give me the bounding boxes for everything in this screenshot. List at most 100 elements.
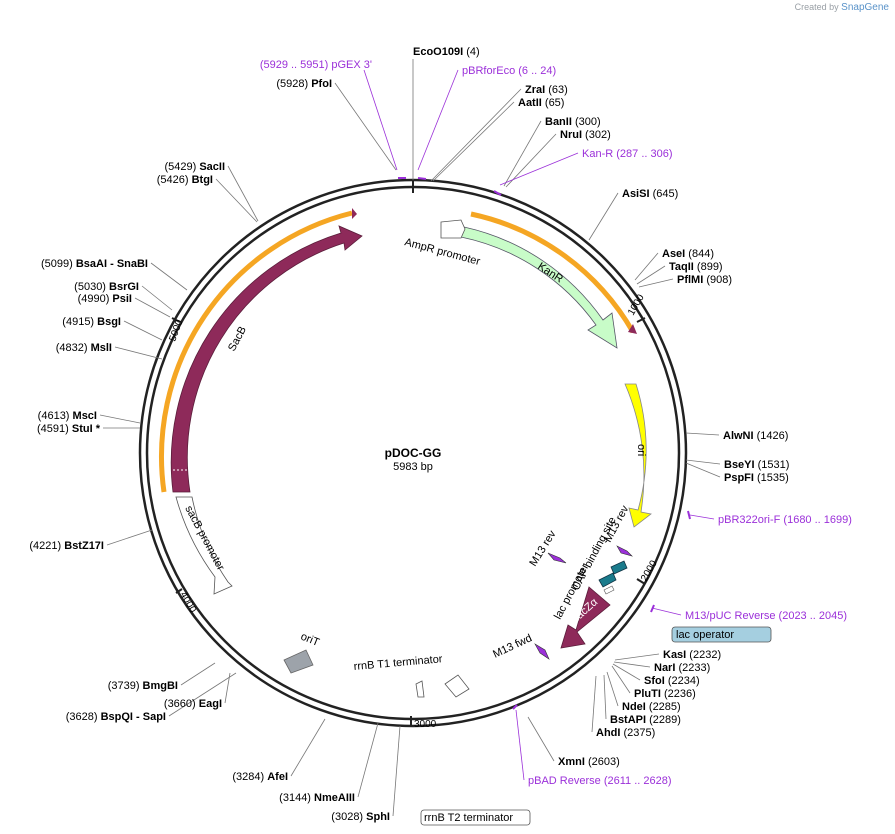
rrnb-t1-label: rrnB T1 terminator — [353, 653, 443, 673]
site-position: (4990) — [78, 293, 113, 305]
site-label[interactable]: (3660) EagI — [164, 698, 222, 710]
cap-binding-feature[interactable] — [610, 560, 628, 575]
leader-line — [180, 662, 216, 686]
leader-line — [334, 82, 397, 171]
rrnb-t2-mark[interactable] — [415, 680, 425, 698]
primer-range: (2611 .. 2628) — [601, 775, 672, 787]
tick-4000: 4000 — [177, 590, 198, 615]
site-label[interactable]: EcoO109I (4) — [413, 46, 480, 58]
site-label[interactable]: PspFI (1535) — [724, 472, 789, 484]
primer-label[interactable]: pBAD Reverse (2611 .. 2628) — [528, 775, 672, 787]
site-label[interactable]: (3628) BspQI - SapI — [66, 711, 166, 723]
lac-promoter-feature[interactable] — [598, 572, 617, 588]
site-label[interactable]: TaqII (899) — [669, 261, 723, 273]
sacb-feature[interactable] — [170, 225, 363, 493]
leader-line — [613, 661, 651, 668]
leader-line — [141, 285, 173, 311]
site-label[interactable]: (5099) BsaAI - SnaBI — [41, 258, 148, 270]
site-label[interactable]: AlwNI (1426) — [723, 430, 788, 442]
site-position: (4221) — [29, 540, 64, 552]
site-label[interactable]: NdeI (2285) — [622, 701, 681, 713]
site-label[interactable]: (3144) NmeAIII — [279, 792, 355, 804]
site-label[interactable]: (3028) SphI — [331, 811, 390, 823]
tick-3000: 3000 — [414, 719, 437, 730]
site-label[interactable]: (4990) PsiI — [78, 293, 132, 305]
site-label[interactable]: (5030) BsrGI — [74, 281, 139, 293]
lac-operator-mark[interactable] — [603, 585, 615, 595]
site-label[interactable]: KasI (2232) — [663, 649, 721, 661]
primer-name: M13/pUC Reverse — [685, 610, 775, 622]
site-label[interactable]: XmnI (2603) — [558, 756, 620, 768]
leader-line — [430, 88, 522, 182]
leader-line — [106, 529, 153, 546]
site-name: BsgI — [97, 316, 121, 328]
site-label[interactable]: PluTI (2236) — [634, 688, 696, 700]
m13-rev-2-arrow[interactable] — [616, 545, 634, 557]
site-label[interactable]: ZraI (63) — [525, 84, 568, 96]
primer-label[interactable]: pBR322ori-F (1680 .. 1699) — [718, 514, 852, 526]
primer-label[interactable]: (5929 .. 5951) pGEX 3' — [260, 59, 372, 71]
site-label[interactable]: BseYI (1531) — [724, 459, 789, 471]
primer-range: (2023 .. 2045) — [775, 610, 847, 622]
site-name: SacII — [199, 161, 225, 173]
site-name: EcoO109I — [413, 46, 463, 58]
primer-label[interactable]: M13/pUC Reverse (2023 .. 2045) — [685, 610, 847, 622]
site-name: NmeAIII — [314, 792, 355, 804]
site-position: (2285) — [646, 701, 681, 713]
site-label[interactable]: AseI (844) — [662, 248, 714, 260]
plasmid-name: pDOC-GG — [385, 446, 442, 460]
leader-line — [527, 716, 555, 762]
lacz-feature[interactable] — [560, 586, 611, 649]
rrnb-t2-box[interactable] — [420, 809, 531, 826]
kanr-feature[interactable] — [460, 226, 618, 349]
ampr-promoter-feature[interactable] — [440, 219, 466, 239]
primer-label[interactable]: pBRforEco (6 .. 24) — [462, 65, 556, 77]
site-label[interactable]: (4591) StuI * — [37, 423, 101, 435]
site-label[interactable]: (3284) AfeI — [232, 771, 288, 783]
site-label[interactable]: (4221) BstZ17I — [29, 540, 104, 552]
site-label[interactable]: PflMI (908) — [677, 274, 732, 286]
primer-name: pBRforEco — [462, 65, 515, 77]
rrnb-t1-feature[interactable] — [444, 674, 470, 698]
m13-rev-1-arrow[interactable] — [547, 552, 567, 564]
leader-lines — [99, 59, 721, 817]
leader-line — [651, 607, 682, 616]
tick-marks — [171, 180, 646, 726]
site-label[interactable]: BanII (300) — [545, 116, 601, 128]
leader-line — [685, 459, 721, 465]
site-label[interactable]: (4915) BsgI — [62, 316, 121, 328]
site-position: (3739) — [108, 680, 143, 692]
site-label[interactable]: (4832) MslI — [56, 342, 112, 354]
leader-line — [123, 320, 163, 341]
site-label[interactable]: AhdI (2375) — [596, 727, 655, 739]
site-name: AfeI — [267, 771, 288, 783]
site-label[interactable]: AsiSI (645) — [622, 188, 678, 200]
sacb-promoter-feature[interactable] — [175, 496, 233, 595]
leader-line — [612, 663, 641, 681]
site-position: (645) — [650, 188, 679, 200]
site-position: (2289) — [646, 714, 681, 726]
primer-labels: (5929 .. 5951) pGEX 3' pBRforEco (6 .. 24… — [260, 59, 852, 787]
site-name: AlwNI — [723, 430, 754, 442]
site-label[interactable]: AatII (65) — [518, 97, 564, 109]
primer-label[interactable]: Kan-R (287 .. 306) — [582, 148, 673, 160]
tick-2000-mark — [636, 578, 646, 585]
site-name: SfoI — [644, 675, 665, 687]
ori-feature[interactable] — [624, 383, 652, 528]
site-label[interactable]: (3739) BmgBI — [108, 680, 178, 692]
site-label[interactable]: NarI (2233) — [654, 662, 710, 674]
leader-line — [499, 152, 579, 186]
site-label[interactable]: (5928) PfoI — [276, 78, 332, 90]
site-label[interactable]: SfoI (2234) — [644, 675, 700, 687]
lac-operator-box[interactable] — [671, 626, 772, 643]
site-label[interactable]: BstAPI (2289) — [610, 714, 681, 726]
site-label[interactable]: (5429) SacII — [164, 161, 225, 173]
site-position: (3628) — [66, 711, 101, 723]
site-label[interactable]: NruI (302) — [560, 129, 611, 141]
tick-1000-mark — [636, 317, 646, 323]
m13-fwd-arrow[interactable] — [534, 643, 550, 660]
site-position: (2233) — [675, 662, 710, 674]
site-label[interactable]: (5426) BtgI — [157, 174, 213, 186]
orit-feature[interactable] — [283, 649, 314, 674]
site-label[interactable]: (4613) MscI — [38, 410, 97, 422]
